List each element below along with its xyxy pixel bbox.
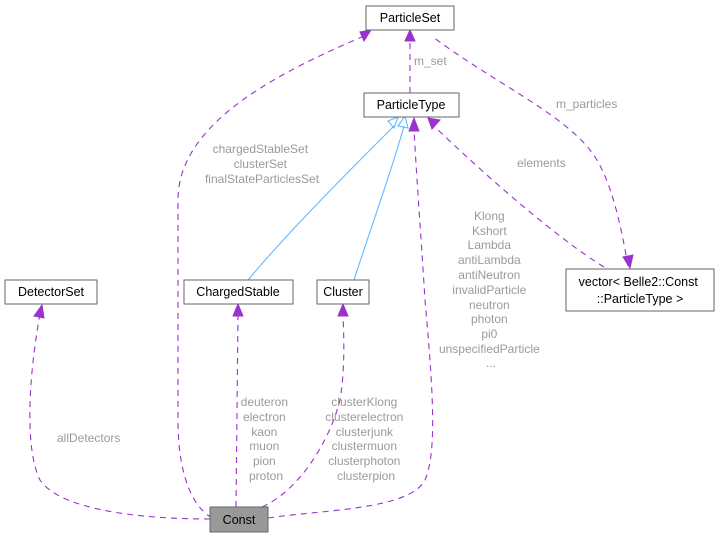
edge-elements xyxy=(427,117,605,268)
edge-label-particle-constants: Klong Kshort Lambda antiLambda antiNeutr… xyxy=(439,209,543,370)
node-particle-set[interactable]: ParticleSet xyxy=(365,5,455,31)
edge-label-charged-stable-constants: deuteron electron kaon muon pion proton xyxy=(241,395,292,483)
edge-all-detectors xyxy=(29,303,211,520)
edge-label-charged-stable-set: chargedStableSet clusterSet finalStatePa… xyxy=(205,142,320,186)
edge-label-m-set: m_set xyxy=(414,54,447,68)
node-label: vector< Belle2::Const ::ParticleType > xyxy=(579,275,702,306)
node-label: ParticleType xyxy=(377,98,446,112)
node-cluster[interactable]: Cluster xyxy=(316,279,370,305)
node-charged-stable[interactable]: ChargedStable xyxy=(183,279,294,305)
node-label: Cluster xyxy=(323,285,363,299)
node-vector-particle-type[interactable]: vector< Belle2::Const ::ParticleType > xyxy=(565,268,715,312)
edge-charged-stable-constants xyxy=(232,302,244,508)
edge-particle-constants xyxy=(267,116,434,519)
node-const[interactable]: Const xyxy=(209,506,269,533)
edge-cluster-constants xyxy=(261,302,349,508)
edge-label-m-particles: m_particles xyxy=(556,97,617,111)
node-label: Const xyxy=(223,513,256,527)
edge-m-particles xyxy=(432,36,634,270)
edge-inherit-chargedstable xyxy=(247,116,399,281)
edge-label-elements: elements xyxy=(517,156,566,170)
node-label: ParticleSet xyxy=(380,11,441,25)
edge-inherit-cluster xyxy=(353,114,409,281)
edge-charged-stable-set xyxy=(177,29,373,519)
edge-label-all-detectors: allDetectors xyxy=(57,431,120,445)
node-label: ChargedStable xyxy=(196,285,279,299)
node-detector-set[interactable]: DetectorSet xyxy=(4,279,98,305)
node-particle-type[interactable]: ParticleType xyxy=(363,92,460,118)
edge-label-cluster-constants: clusterKlong clusterelectron clusterjunk… xyxy=(325,395,406,483)
edge-m-set xyxy=(404,28,416,93)
node-label: DetectorSet xyxy=(18,285,85,299)
